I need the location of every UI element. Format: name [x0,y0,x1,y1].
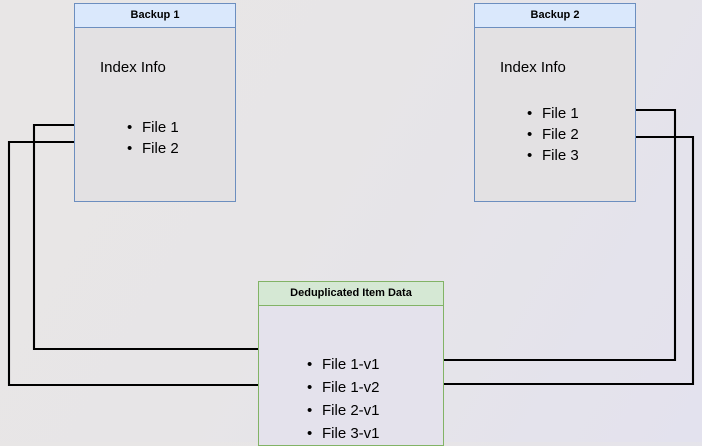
list-item: File 2 [127,138,179,159]
list-item: File 3-v1 [307,422,380,445]
edge-backup1-file2-to-file2v1 [7,140,300,389]
node-deduplicated-item-data[interactable]: Deduplicated Item Data File 1-v1 File 1-… [258,281,444,446]
backup-2-index-info-label: Index Info [500,59,566,76]
node-backup-2-title: Backup 2 [475,4,635,28]
edge-backup2-file1-to-file1v2 [393,108,677,364]
backup-1-index-info-label: Index Info [100,59,166,76]
edge-backup2-file2-to-file2v1 [389,135,695,388]
backup-1-file-list: File 1 File 2 [127,117,179,159]
list-item: File 1-v2 [307,376,380,399]
node-backup-2[interactable]: Backup 2 Index Info File 1 File 2 File 3 [474,3,636,202]
list-item: File 1 [127,117,179,138]
list-item: File 1-v1 [307,353,380,376]
list-item: File 2-v1 [307,399,380,422]
dedup-file-list: File 1-v1 File 1-v2 File 2-v1 File 3-v1 [307,353,380,445]
node-deduplicated-item-data-body: File 1-v1 File 1-v2 File 2-v1 File 3-v1 [259,306,443,445]
node-backup-1[interactable]: Backup 1 Index Info File 1 File 2 [74,3,236,202]
node-backup-1-body: Index Info File 1 File 2 [75,28,235,201]
node-backup-2-body: Index Info File 1 File 2 File 3 [475,28,635,201]
node-deduplicated-item-data-title: Deduplicated Item Data [259,282,443,306]
node-backup-1-title: Backup 1 [75,4,235,28]
list-item: File 2 [527,124,579,145]
list-item: File 1 [527,103,579,124]
list-item: File 3 [527,145,579,166]
backup-2-file-list: File 1 File 2 File 3 [527,103,579,166]
